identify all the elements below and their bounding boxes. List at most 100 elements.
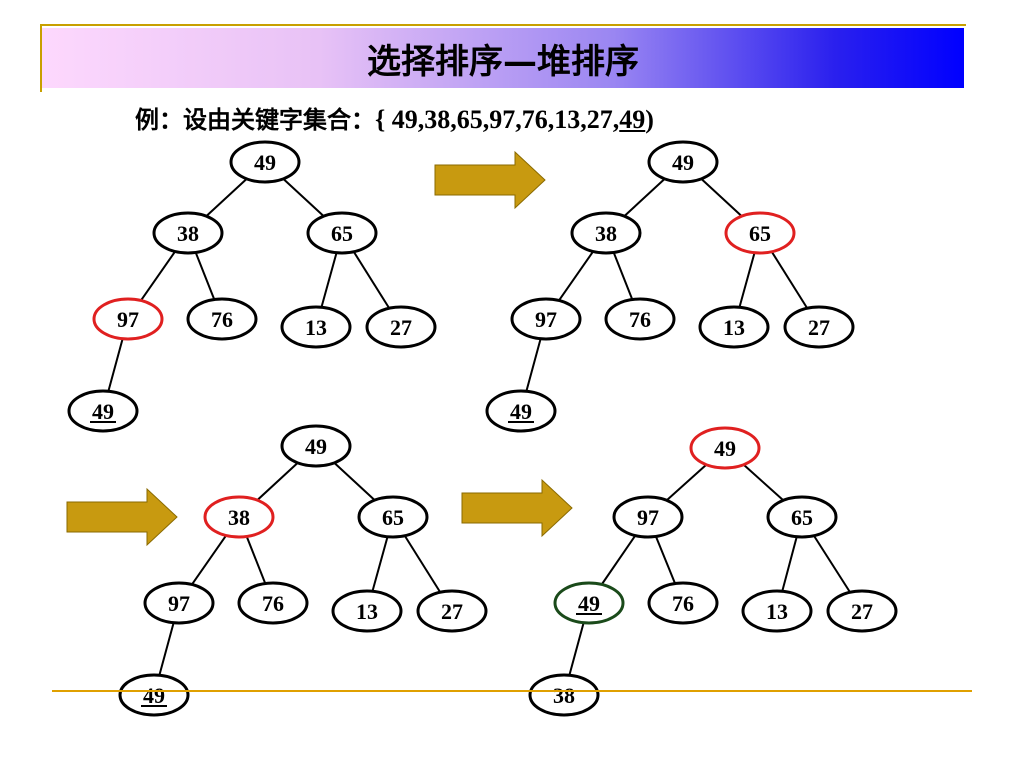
tree-1-node-3-label: 97 [117, 307, 139, 332]
tree-3-node-6-label: 27 [441, 599, 463, 624]
tree-2-node-1-label: 38 [595, 221, 617, 246]
tree-2-edge [768, 247, 811, 313]
tree-4-node-5-label: 13 [766, 599, 788, 624]
tree-4-edge [663, 461, 710, 504]
title-banner: 选择排序—堆排序 [42, 28, 964, 88]
tree-3-edge [370, 532, 390, 596]
tree-4-node-6-label: 27 [851, 599, 873, 624]
tree-1-node-4-label: 76 [211, 307, 233, 332]
tree-1-node-1-label: 38 [177, 221, 199, 246]
tree-3-node-7-ellipse [118, 673, 190, 717]
tree-3-node-1-label: 38 [228, 505, 250, 530]
tree-2-node-5-label: 13 [723, 315, 745, 340]
tree-1-edge [202, 175, 251, 220]
tree-1-edge [319, 248, 339, 312]
tree-1-node-2-ellipse [306, 211, 378, 255]
tree-4-node-3-label: 49 [578, 591, 600, 616]
tree-4-node-2-label: 65 [791, 505, 813, 530]
tree-4-edge [810, 531, 854, 597]
example-keys: 49,38,65,97,76,13,27, [391, 105, 620, 134]
tree-2-edge [555, 247, 597, 305]
tree-4-edge [653, 532, 678, 588]
tree-2-node-6-label: 27 [808, 315, 830, 340]
tree-4-edge [780, 532, 799, 596]
tree-2-edge [620, 175, 669, 220]
tree-4-edge [567, 618, 586, 680]
tree-1-node-3-ellipse [92, 297, 164, 341]
tree-4-node-7-ellipse [528, 673, 600, 717]
tree-3-edge [253, 459, 302, 504]
tree-2-node-0-label: 49 [672, 150, 694, 175]
tree-4-node-7-label: 38 [553, 683, 575, 708]
tree-2-node-0-ellipse [647, 140, 719, 184]
tree-2-node-5-ellipse [698, 305, 770, 349]
tree-3-edge [157, 618, 176, 680]
tree-4-node-2-ellipse [766, 495, 838, 539]
tree-4-node-4-label: 76 [672, 591, 694, 616]
step-arrow-1 [434, 150, 546, 210]
tree-2-edge [697, 175, 746, 220]
tree-2-edge [524, 334, 543, 396]
tree-4-node-5-ellipse [741, 589, 813, 633]
example-statement: 例：设由关键字集合：{ 49,38,65,97,76,13,27,49) [135, 100, 654, 135]
example-last-key: 49 [619, 105, 646, 134]
tree-3-node-7-label: 49 [143, 683, 165, 708]
tree-4-edge [740, 461, 787, 504]
tree-1-node-0-ellipse [229, 140, 301, 184]
tree-3-node-0-label: 49 [305, 434, 327, 459]
tree-1-node-2-label: 65 [331, 221, 353, 246]
tree-3-node-3-ellipse [143, 581, 215, 625]
tree-3-edge [244, 532, 268, 588]
tree-3-node-1-ellipse [203, 495, 275, 539]
tree-1-node-7-label: 49 [92, 399, 114, 424]
tree-1-node-4-ellipse [186, 297, 258, 341]
step-arrow-3 [461, 478, 573, 538]
example-prefix: 例：设由关键字集合： [135, 105, 375, 134]
tree-3-node-6-ellipse [416, 589, 488, 633]
tree-2-node-6-ellipse [783, 305, 855, 349]
tree-4-node-0-ellipse [689, 426, 761, 470]
tree-1-node-0-label: 49 [254, 150, 276, 175]
tree-2-node-2-ellipse [724, 211, 796, 255]
tree-3-node-2-ellipse [357, 495, 429, 539]
tree-1-node-5-ellipse [280, 305, 352, 349]
tree-3-node-2-label: 65 [382, 505, 404, 530]
tree-2-node-7-ellipse [485, 389, 557, 433]
tree-1-node-6-ellipse [365, 305, 437, 349]
tree-3-node-5-label: 13 [356, 599, 378, 624]
tree-4-edge [598, 531, 639, 589]
tree-3-node-3-label: 97 [168, 591, 190, 616]
bottom-rule [52, 690, 972, 692]
tree-1-edge [350, 247, 393, 313]
tree-2-node-4-label: 76 [629, 307, 651, 332]
tree-3-edge [401, 531, 444, 597]
tree-4-node-1-ellipse [612, 495, 684, 539]
tree-3-edge [188, 531, 230, 589]
tree-1-edge [193, 248, 217, 304]
tree-4-node-3-ellipse [553, 581, 625, 625]
step-arrow-2 [66, 487, 178, 547]
tree-3-node-4-ellipse [237, 581, 309, 625]
tree-2-node-1-ellipse [570, 211, 642, 255]
tree-3-node-5-ellipse [331, 589, 403, 633]
example-open-brace: { [375, 105, 392, 134]
tree-4-node-1-label: 97 [637, 505, 659, 530]
example-close: ) [645, 105, 654, 134]
tree-2-edge [737, 248, 757, 312]
tree-3-edge [330, 459, 379, 504]
tree-2-node-3-label: 97 [535, 307, 557, 332]
tree-2-node-2-label: 65 [749, 221, 771, 246]
tree-1-node-7-ellipse [67, 389, 139, 433]
title-left-rule [40, 24, 42, 92]
title-top-rule [40, 24, 966, 26]
tree-4-node-4-ellipse [647, 581, 719, 625]
tree-1-edge [279, 175, 328, 220]
tree-4-node-0-label: 49 [714, 436, 736, 461]
slide-title: 选择排序—堆排序 [367, 41, 639, 82]
tree-1-node-5-label: 13 [305, 315, 327, 340]
tree-1-edge [137, 247, 179, 305]
tree-2-node-7-label: 49 [510, 399, 532, 424]
tree-1-node-1-ellipse [152, 211, 224, 255]
tree-2-edge [611, 248, 635, 304]
tree-2-node-3-ellipse [510, 297, 582, 341]
